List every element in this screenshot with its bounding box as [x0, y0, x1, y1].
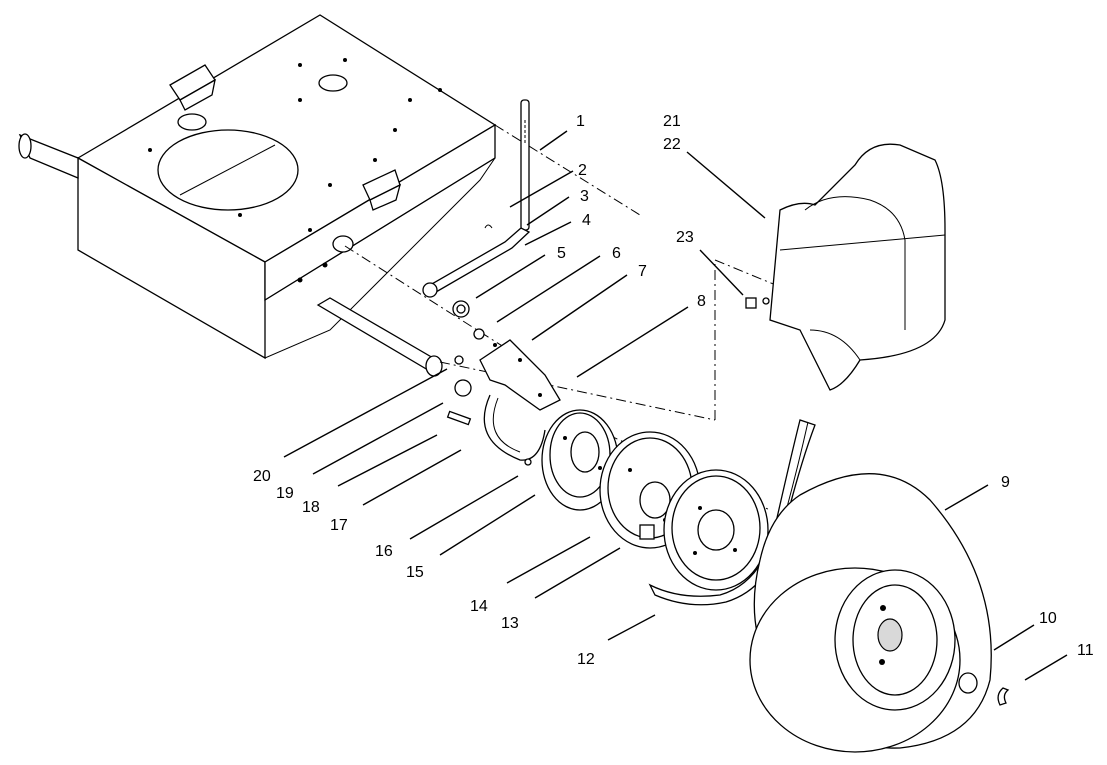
callout-16: 16	[375, 543, 393, 560]
callout-20: 20	[253, 468, 271, 485]
callout-23: 23	[676, 229, 694, 246]
cover-shield	[745, 143, 946, 391]
callout-21: 21	[663, 113, 681, 130]
brake-drum	[541, 409, 619, 511]
callout-7: 7	[638, 263, 647, 280]
leader-lines	[283, 130, 1068, 681]
callout-8: 8	[697, 293, 706, 310]
callout-17: 17	[330, 517, 348, 534]
callout-4: 4	[582, 212, 591, 229]
frame-assembly	[18, 14, 497, 377]
brake-band-assembly	[446, 328, 561, 466]
callout-1: 1	[576, 113, 585, 130]
callout-3: 3	[580, 188, 589, 205]
callout-9: 9	[1001, 474, 1010, 491]
pulleys	[599, 431, 769, 591]
callout-18: 18	[302, 499, 320, 516]
callout-10: 10	[1039, 610, 1057, 627]
callout-5: 5	[557, 245, 566, 262]
callout-14: 14	[470, 598, 488, 615]
callout-12: 12	[577, 651, 595, 668]
callout-15: 15	[406, 564, 424, 581]
wheel-tire	[749, 473, 1010, 753]
callout-19: 19	[276, 485, 294, 502]
callout-11: 11	[1077, 642, 1094, 659]
callout-labels: 1 2 3 4 5 6 7 8 9 10 11 12 13 14 15 16 1…	[253, 113, 1094, 668]
callout-22: 22	[663, 136, 681, 153]
callout-6: 6	[612, 245, 621, 262]
callout-2: 2	[578, 162, 587, 179]
callout-13: 13	[501, 615, 519, 632]
